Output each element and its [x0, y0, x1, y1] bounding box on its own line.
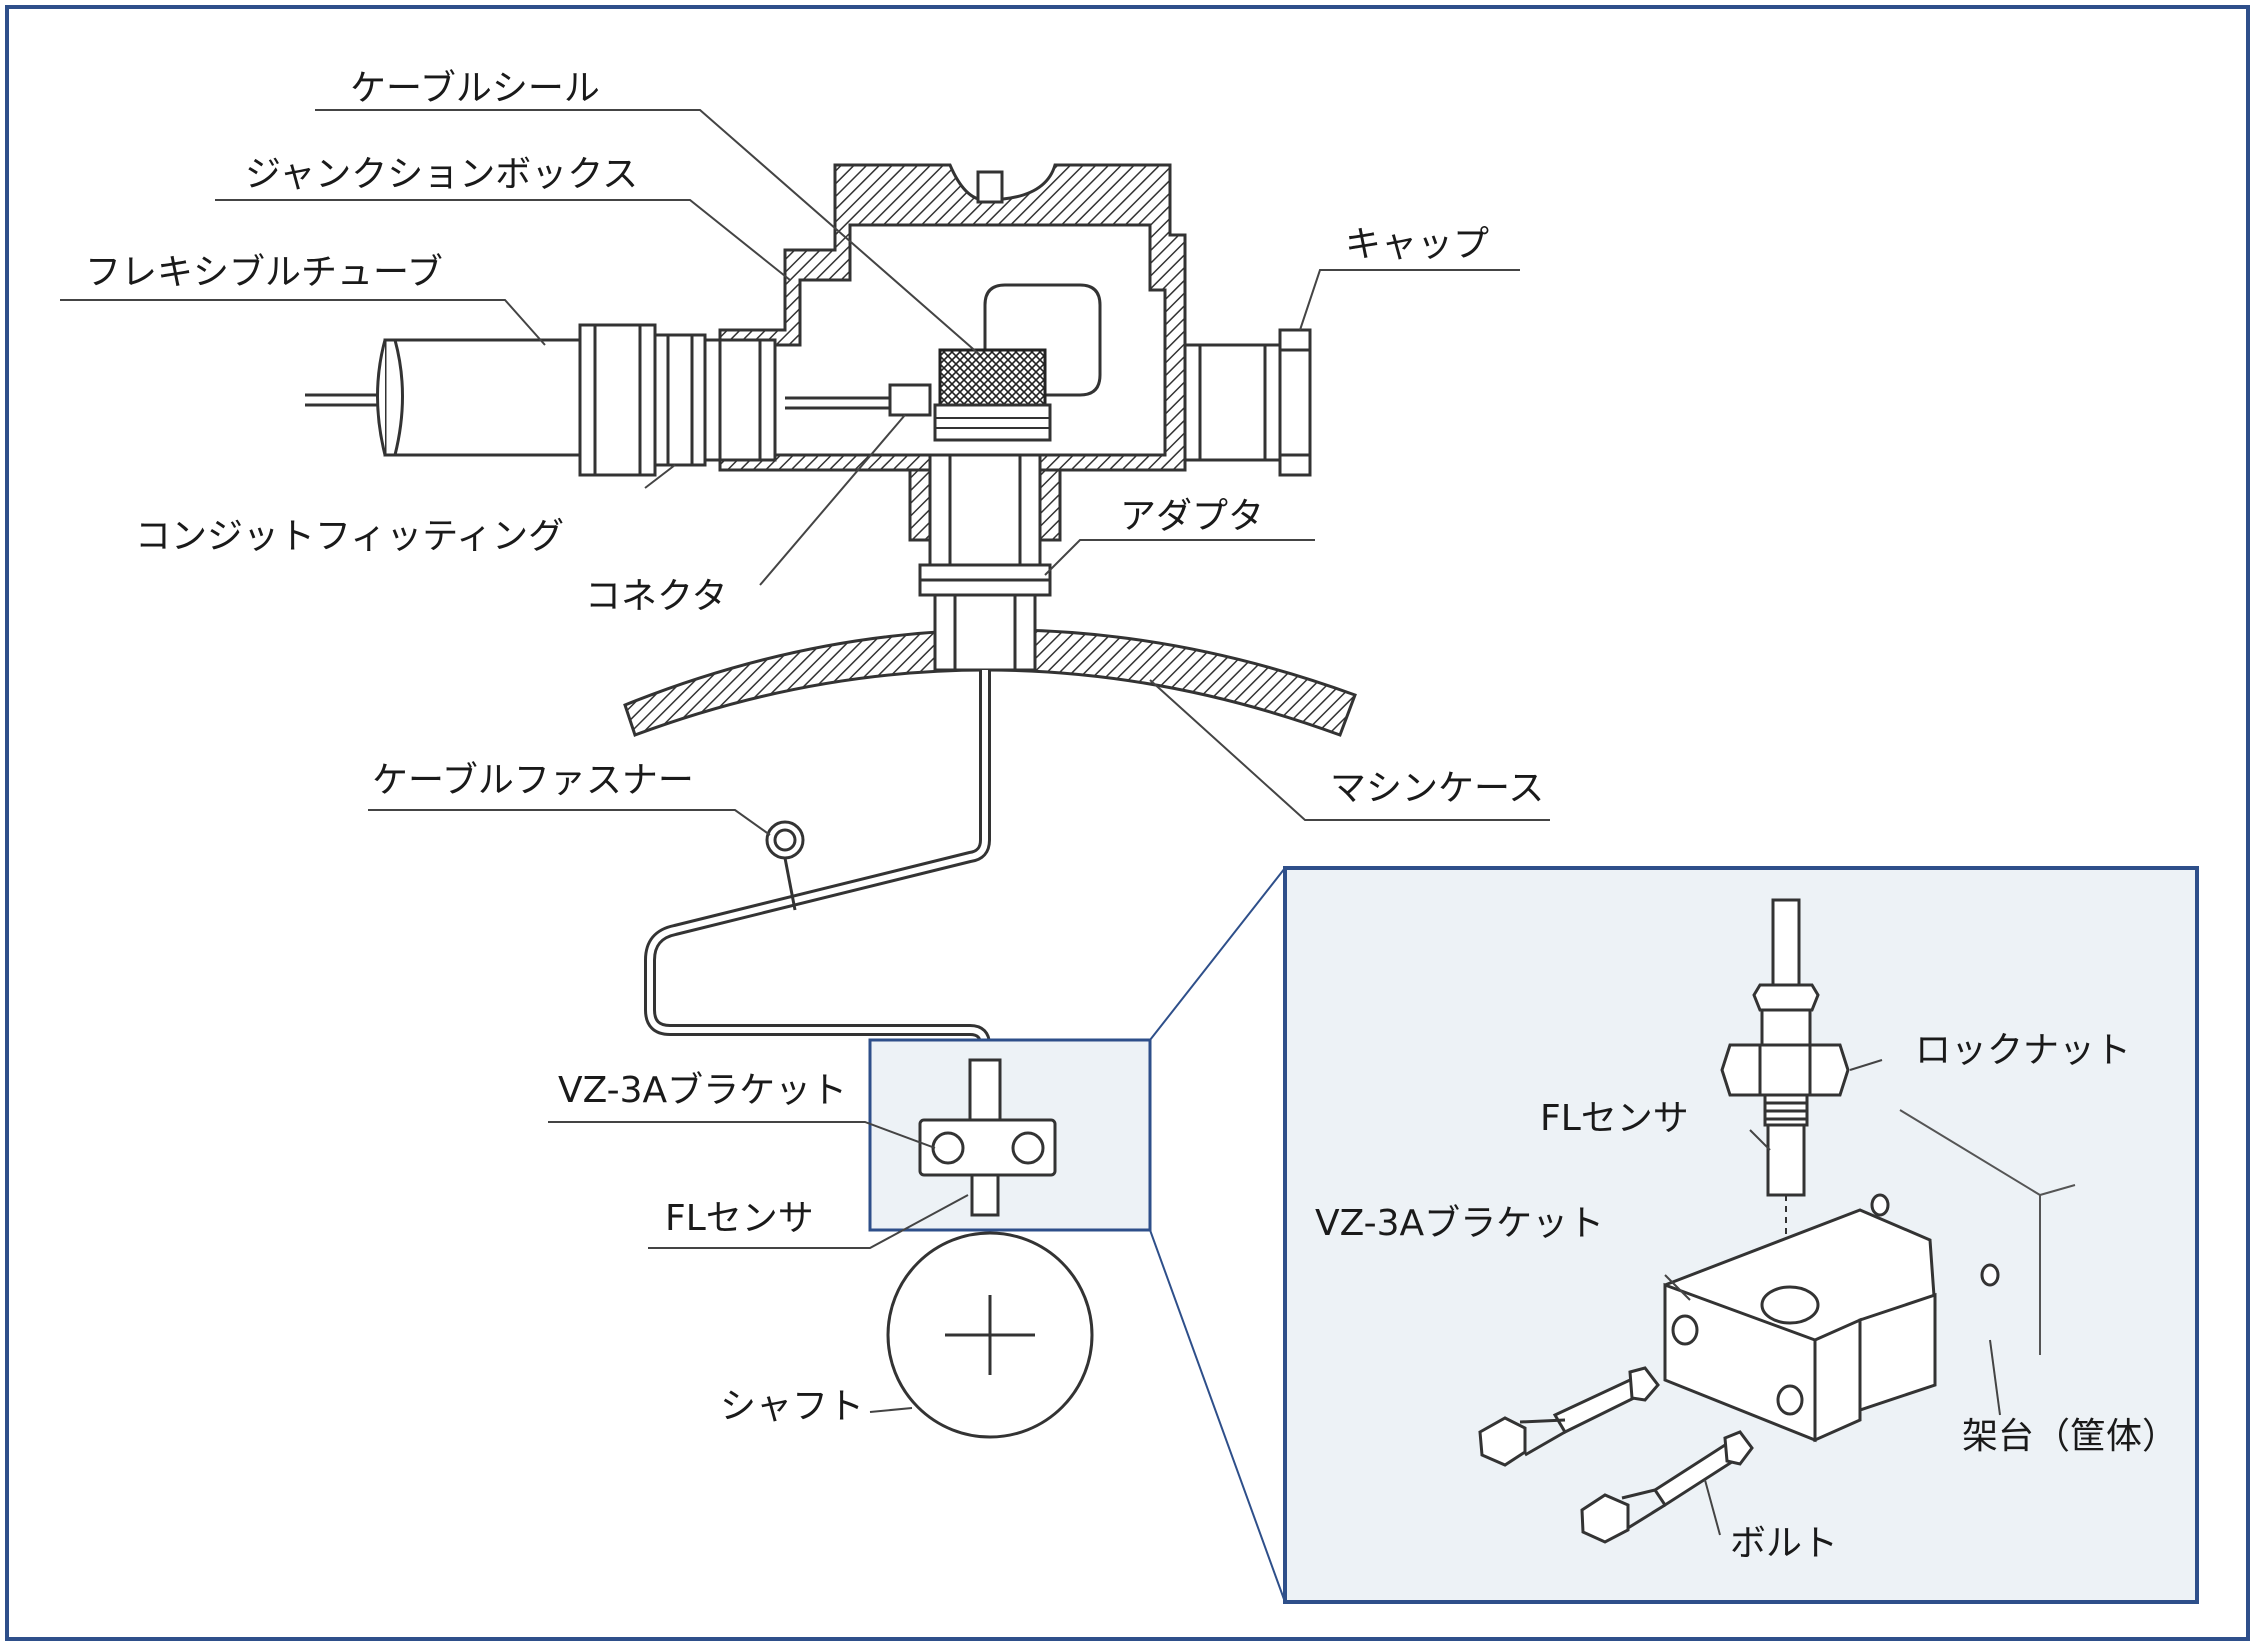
- label-cable-seal: ケーブルシール: [350, 68, 600, 109]
- detail-housing-frame: [1899, 1109, 2076, 1355]
- label-flexible-tube: フレキシブルチューブ: [85, 252, 443, 293]
- label-connector: コネクタ: [585, 576, 728, 617]
- cable-seal: [938, 348, 1047, 407]
- label-bracket: VZ-3Aブラケット: [558, 1070, 847, 1111]
- internal-wire-loop: [983, 283, 1102, 397]
- detail-label-lock-nut: ロックナット: [1915, 1030, 2131, 1071]
- flexible-tube: [305, 338, 582, 457]
- label-fl-sensor: FLセンサ: [665, 1198, 814, 1239]
- label-adapter: アダプタ: [1120, 496, 1264, 537]
- label-junction-box: ジャンクションボックス: [245, 154, 638, 195]
- label-cable-fastener: ケーブルファスナー: [372, 760, 694, 801]
- label-shaft: シャフト: [720, 1386, 864, 1427]
- machine-case: [623, 628, 1357, 737]
- detail-label-frame-housing: 架台（筐体）: [1962, 1416, 2178, 1457]
- detail-fl-sensor: [1720, 898, 1850, 1290]
- zoom-line-bottom: [1149, 1229, 1286, 1603]
- detail-bracket: [1663, 1193, 2000, 1443]
- detail-leader-lines: [1664, 1059, 2001, 1536]
- cap: [1183, 328, 1312, 477]
- label-cap: キャップ: [1345, 224, 1489, 265]
- leader-lines: [60, 109, 1550, 1413]
- detail-label-bolt: ボルト: [1730, 1523, 1838, 1564]
- cable-fastener: [765, 820, 805, 911]
- shaft: [886, 1231, 1094, 1439]
- label-machine-case: マシンケース: [1330, 768, 1544, 809]
- small-bracket: [918, 1058, 1057, 1217]
- adapter: [918, 453, 1052, 672]
- detail-bolt-lower: [1580, 1430, 1754, 1544]
- outer-frame: [5, 5, 2250, 1641]
- detail-label-fl-sensor: FLセンサ: [1540, 1098, 1689, 1139]
- seal-nut: [933, 403, 1052, 442]
- detail-bolt-upper: [1478, 1366, 1660, 1467]
- detail-label-bracket: VZ-3Aブラケット: [1315, 1203, 1604, 1244]
- label-conduit-fitting: コンジットフィッティング: [135, 516, 564, 557]
- conduit-fitting: [578, 323, 777, 477]
- zoom-line-top: [1149, 867, 1286, 1041]
- connector: [888, 383, 932, 417]
- detail-inset: [1283, 866, 2199, 1604]
